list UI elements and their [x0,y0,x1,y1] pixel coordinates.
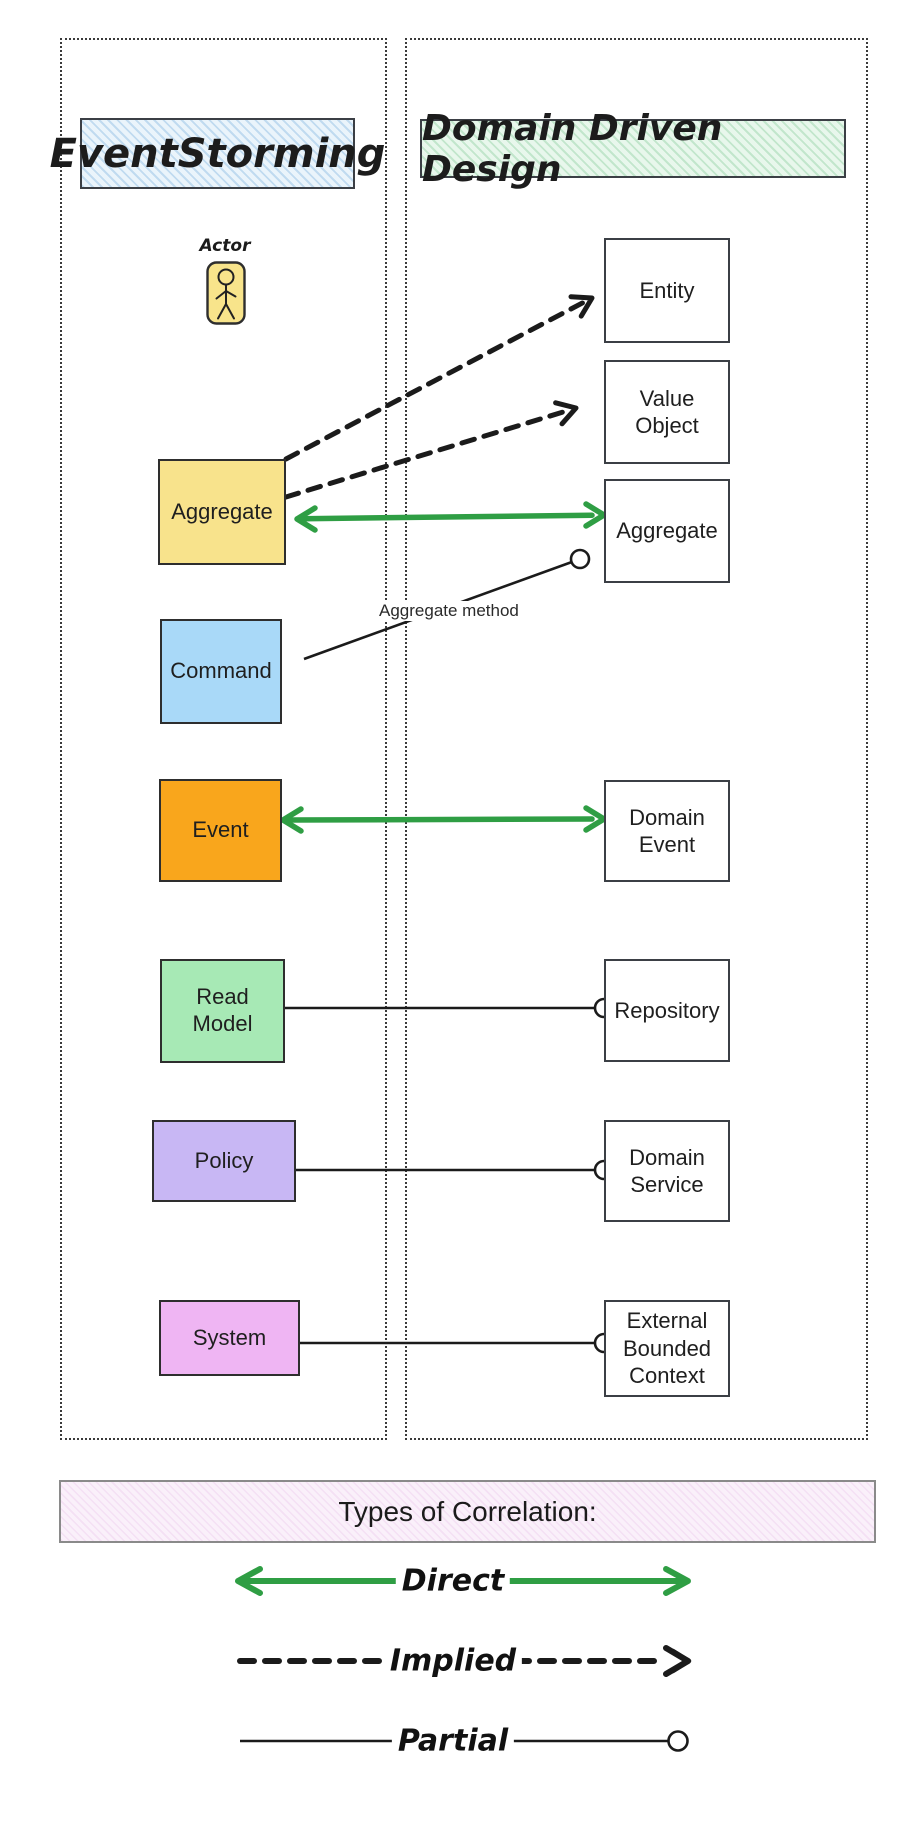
ddd-box-entity-label: Entity [639,277,695,303]
actor-label: Actor [199,236,251,256]
legend-title-label: Types of Correlation: [338,1495,597,1527]
ddd-box-repository: Repository [604,959,730,1062]
actor-card [206,261,246,325]
ddd-header: Domain Driven Design [420,108,846,190]
es-box-policy-label: Policy [194,1147,254,1173]
ddd-box-domain-service-label: Domain Service [629,1144,705,1198]
es-box-policy: Policy [152,1120,296,1202]
ddd-box-external-bounded-context-label: External Bounded Context [622,1308,712,1389]
es-box-command: Command [160,619,282,724]
es-box-event-label: Event [192,817,249,843]
es-box-read-model-label: Read Model [192,984,253,1036]
legend-title-box: Types of Correlation: [59,1480,876,1543]
ddd-box-value-object-label: Value Object [635,385,699,439]
aggregate-method-label: Aggregate method [376,601,522,621]
ddd-column-frame [405,38,868,1440]
ddd-box-value-object: Value Object [604,360,730,464]
es-box-system: System [159,1300,300,1376]
es-box-event: Event [159,779,282,882]
ddd-box-entity: Entity [604,238,730,343]
ddd-box-domain-service: Domain Service [604,1120,730,1222]
eventstorming-header-label: EventStorming [49,130,386,177]
legend-direct-label: Direct [395,1563,511,1599]
es-box-aggregate-label: Aggregate [171,498,273,524]
es-box-read-model: Read Model [160,959,285,1063]
ddd-box-domain-event: Domain Event [604,780,730,882]
actor-stick-figure-icon [206,261,246,325]
es-box-system-label: System [192,1324,267,1350]
es-box-aggregate: Aggregate [158,459,286,565]
ddd-box-aggregate: Aggregate [604,479,730,583]
ddd-box-domain-event-label: Domain Event [629,804,705,858]
legend-implied-label: Implied [383,1643,523,1679]
es-box-command-label: Command [170,658,272,684]
ddd-header-label: Domain Driven Design [422,107,723,190]
eventstorming-header: EventStorming [50,118,385,189]
ddd-box-repository-label: Repository [614,997,720,1023]
ddd-box-aggregate-label: Aggregate [616,518,718,544]
ddd-box-external-bounded-context: External Bounded Context [604,1300,730,1397]
eventstorming-column-frame [60,38,387,1440]
legend-partial-label: Partial [391,1723,515,1759]
